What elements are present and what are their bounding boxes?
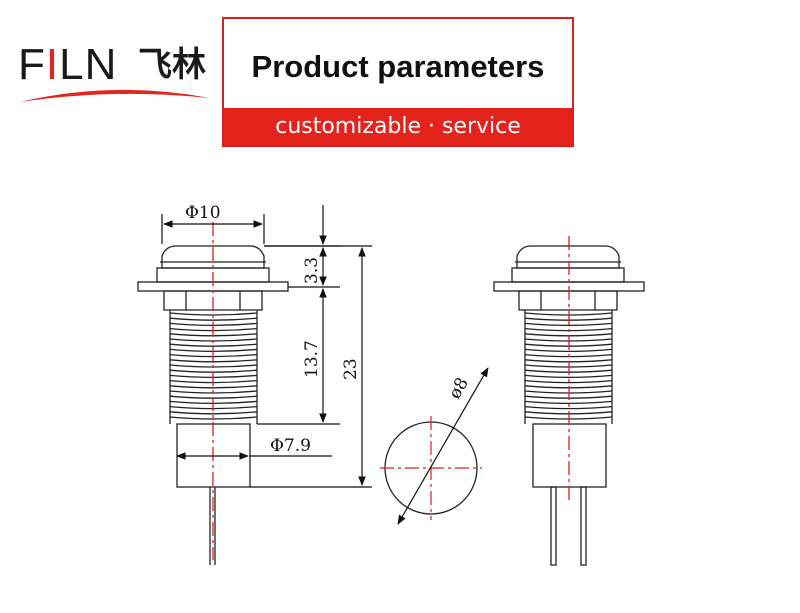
thread-ridge (524, 348, 613, 353)
thread-ridge (169, 411, 258, 415)
logo-swoosh-icon (20, 89, 210, 102)
subtitle-band: customizable · service (224, 108, 572, 145)
thread-ridge (169, 343, 258, 347)
logo-letter-f: F (18, 40, 46, 89)
logo-letter-i: I (45, 40, 60, 89)
thread-ridge (524, 379, 613, 384)
dim-head-height-label: 3.3 (302, 257, 322, 284)
thread-ridge (169, 385, 258, 389)
title-box: Product parameters customizable · servic… (222, 17, 574, 147)
thread-ridge (524, 374, 613, 379)
lens-front-view (380, 367, 489, 525)
dim-head-diameter-label: Φ10 (185, 203, 221, 223)
thread-ridge (524, 333, 613, 337)
thread-ridge (524, 400, 613, 405)
logo-chinese: 飞林 (138, 45, 206, 85)
dim-head-diameter (161, 214, 265, 244)
thread-ridge (169, 416, 258, 420)
dim-lens-diameter-label: ø8 (445, 374, 473, 402)
thread-ridge (524, 322, 613, 327)
thread-ridge (524, 405, 613, 410)
dim-vertical-inner (257, 205, 340, 425)
dim-total-length-label: 23 (341, 358, 361, 380)
logo-latin: FILN (18, 40, 117, 90)
dim-thread-length-label: 13.7 (302, 340, 322, 378)
thread-ridge (169, 369, 258, 373)
thread-ridge (169, 359, 258, 363)
thread-ridge (169, 312, 258, 316)
logo-letters-ln: LN (59, 40, 118, 89)
dim-body-diameter-label: Φ7.9 (270, 436, 311, 456)
thread-ridge (169, 317, 258, 321)
brand-logo: FILN 飞林 (18, 40, 213, 110)
page-title: Product parameters (251, 49, 545, 84)
dim-total-length (250, 245, 372, 488)
